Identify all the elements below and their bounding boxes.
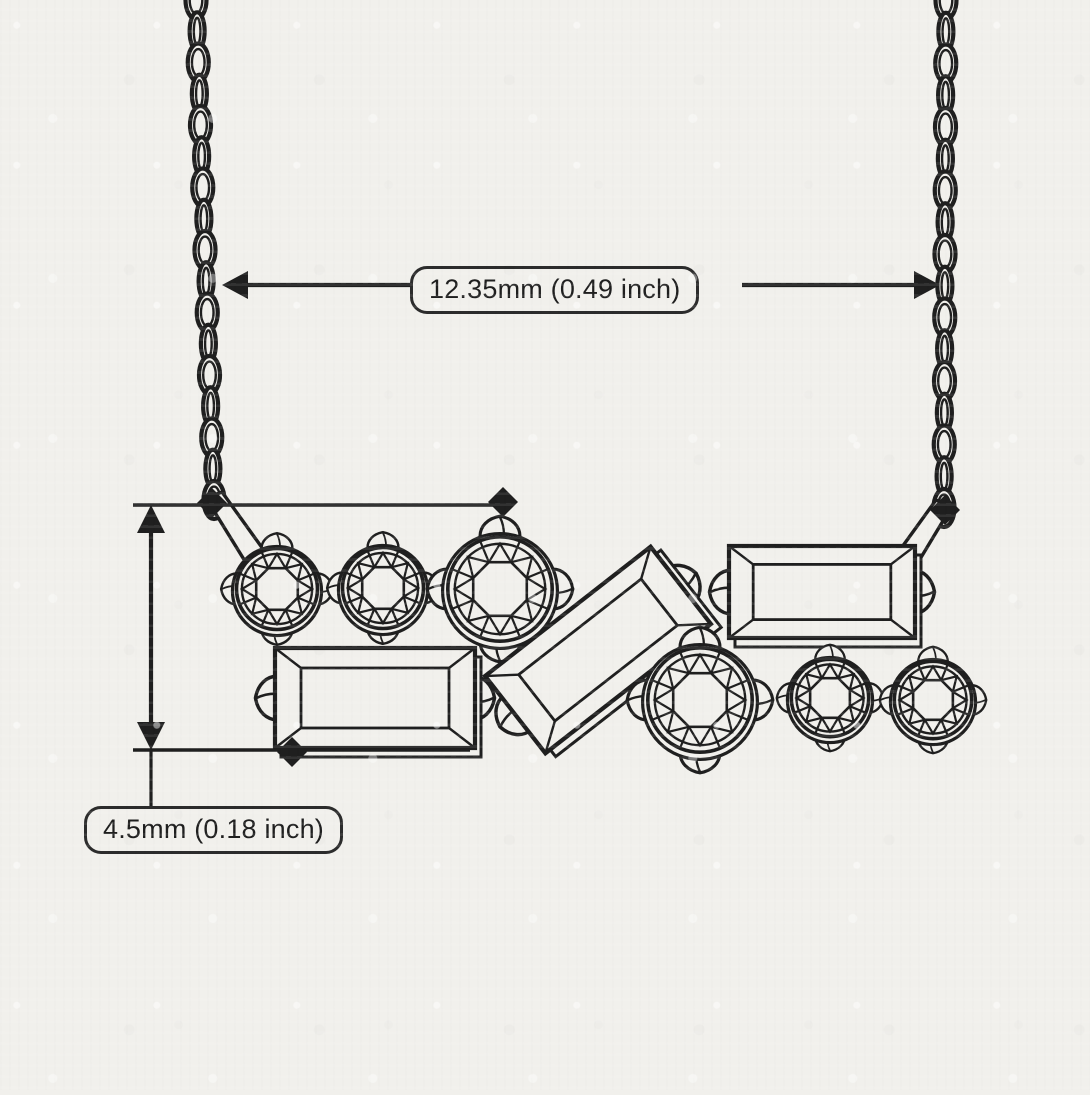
snap-markers — [197, 487, 960, 767]
chain-link — [185, 41, 211, 84]
round-brilliant-large-1 — [425, 514, 575, 664]
baguette-center-tilted — [482, 543, 724, 759]
chain-link — [935, 264, 955, 307]
arrowhead-right — [914, 271, 940, 299]
height-dimension-label: 4.5mm (0.18 inch) — [84, 806, 343, 855]
chain-left — [183, 0, 227, 522]
chain-right — [931, 0, 959, 530]
snap-marker-top-prong — [488, 487, 518, 517]
round-brilliant-small-3 — [775, 643, 885, 753]
chain-link — [936, 74, 956, 117]
arrowhead-left — [222, 271, 248, 299]
chain-link — [198, 322, 218, 365]
arrowhead-bottom — [137, 722, 165, 750]
arrowhead-top — [137, 505, 165, 533]
width-dimension-label: 12.35mm (0.49 inch) — [410, 266, 700, 315]
round-brilliant-small-1 — [219, 531, 335, 647]
chain-link — [192, 135, 212, 178]
chain-link — [194, 291, 220, 334]
chain-layer — [183, 0, 959, 587]
height-dimension-line — [133, 503, 505, 806]
dimension-annotations — [133, 271, 940, 806]
round-brilliant-small-4 — [878, 645, 988, 755]
chain-link — [203, 447, 223, 490]
baguette-right — [707, 543, 937, 649]
round-brilliant-large-2 — [625, 625, 775, 775]
chain-link — [199, 416, 225, 459]
width-dimension-line — [222, 271, 940, 299]
snap-marker-chain-right — [930, 495, 960, 525]
gemstone-cluster — [219, 514, 988, 775]
round-brilliant-small-2 — [325, 530, 441, 646]
chain-link — [196, 353, 223, 397]
baguette-left — [253, 645, 497, 759]
snap-marker-bottom-left — [277, 737, 307, 767]
snap-marker-chain-left — [197, 488, 227, 518]
